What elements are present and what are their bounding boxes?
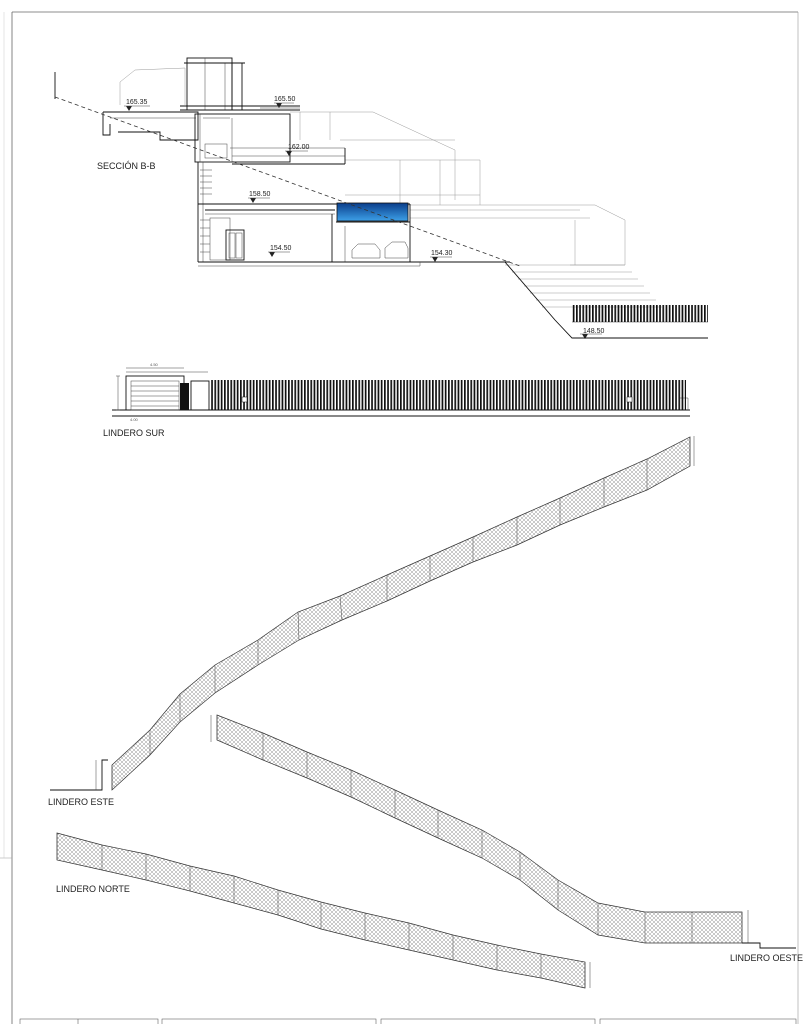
sheet-frame (0, 11, 799, 1024)
top-terrace (54, 72, 199, 141)
lindero-sur-drawing: 4.50 4.00 LINDERO SUR (103, 362, 690, 438)
level-marker-165-35: 165.35 (124, 99, 150, 111)
svg-text:4.00: 4.00 (130, 417, 139, 422)
svg-text:162.00: 162.00 (288, 144, 310, 151)
level-marker-148-50: 148.50 (580, 328, 605, 339)
svg-text:165.50: 165.50 (274, 96, 296, 103)
svg-text:154.50: 154.50 (270, 245, 292, 252)
sur-fence-bars (210, 380, 686, 410)
lindero-este-drawing: LINDERO ESTE (48, 436, 695, 807)
svg-text:158.50: 158.50 (249, 191, 271, 198)
middle-volume (194, 113, 346, 165)
lindero-oeste-label: LINDERO OESTE (730, 953, 803, 963)
svg-text:4.50: 4.50 (150, 362, 159, 367)
level-marker-165-50: 165.50 (274, 96, 296, 108)
este-fence-posts (111, 437, 691, 790)
lower-fence (572, 305, 708, 322)
ground-slope (504, 261, 708, 339)
svg-text:165.35: 165.35 (126, 99, 148, 106)
lindero-sur-label: LINDERO SUR (103, 428, 165, 438)
lindero-oeste-drawing: LINDERO OESTE (210, 714, 803, 963)
oeste-fence-posts (216, 715, 743, 943)
natural-terrain-line (54, 96, 521, 267)
norte-fence-posts (56, 833, 586, 988)
svg-text:154.30: 154.30 (431, 250, 453, 257)
section-bb-label: SECCIÓN B-B (97, 161, 156, 171)
section-background-elevation (119, 67, 662, 308)
title-block (19, 1018, 797, 1024)
lower-volume (197, 162, 510, 267)
level-marker-154-50: 154.50 (268, 245, 292, 257)
level-marker-154-30: 154.30 (430, 250, 453, 262)
este-fence-mesh (111, 436, 691, 791)
section-bb-drawing: 165.35 165.50 162.00 158.50 154.50 154.3… (54, 57, 708, 339)
level-marker-162-00: 162.00 (285, 144, 310, 156)
lindero-norte-label: LINDERO NORTE (56, 884, 130, 894)
level-marker-158-50: 158.50 (248, 191, 271, 203)
svg-text:148.50: 148.50 (583, 328, 605, 335)
lindero-este-label: LINDERO ESTE (48, 797, 114, 807)
lindero-norte-drawing: LINDERO NORTE (56, 832, 591, 989)
